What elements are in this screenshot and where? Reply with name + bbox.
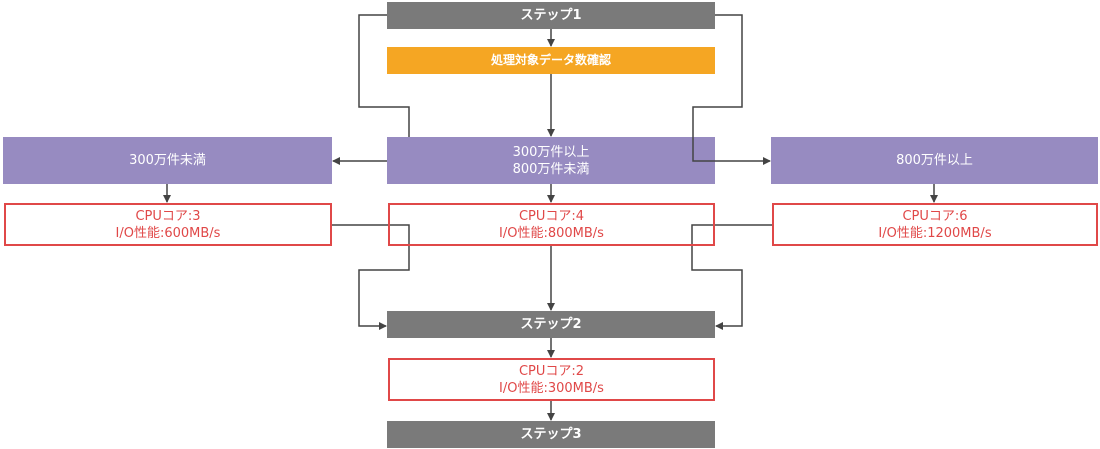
check-label: 処理対象データ数確認 (490, 53, 611, 67)
connector-step1-left (358, 14, 410, 137)
spec-right-box: CPUコア:6 I/O性能:1200MB/s (772, 203, 1098, 246)
spec-left-box: CPUコア:3 I/O性能:600MB/s (4, 203, 332, 246)
condition-middle-label-2: 800万件未満 (512, 161, 590, 177)
spec-left-cpu: CPUコア:3 (135, 208, 201, 224)
spec-right-io: I/O性能:1200MB/s (878, 225, 992, 241)
spec-middle-cpu: CPUコア:4 (518, 208, 585, 224)
step2-box: ステップ2 (387, 311, 715, 338)
condition-right-box: 800万件以上 (771, 137, 1098, 184)
spec-step2-box: CPUコア:2 I/O性能:300MB/s (388, 358, 715, 401)
spec-right-cpu: CPUコア:6 (902, 208, 968, 224)
data-count-check-box: 処理対象データ数確認 (387, 47, 715, 74)
condition-left-box: 300万件未満 (3, 137, 332, 184)
step1-box: ステップ1 (387, 2, 715, 29)
condition-middle-box: 300万件以上 800万件未満 (387, 137, 715, 184)
spec-step2-cpu: CPUコア:2 (518, 363, 585, 379)
spec-left-io: I/O性能:600MB/s (115, 225, 221, 241)
step3-label: ステップ3 (520, 427, 582, 442)
spec-step2-io: I/O性能:300MB/s (499, 380, 604, 396)
spec-middle-box: CPUコア:4 I/O性能:800MB/s (388, 203, 715, 246)
step1-label: ステップ1 (520, 8, 582, 23)
spec-middle-io: I/O性能:800MB/s (499, 225, 604, 241)
step3-box: ステップ3 (387, 421, 715, 448)
condition-middle-label-1: 300万件以上 (512, 144, 590, 160)
condition-left-label: 300万件未満 (129, 153, 206, 168)
condition-right-label: 800万件以上 (896, 153, 973, 168)
step2-label: ステップ2 (520, 317, 582, 332)
